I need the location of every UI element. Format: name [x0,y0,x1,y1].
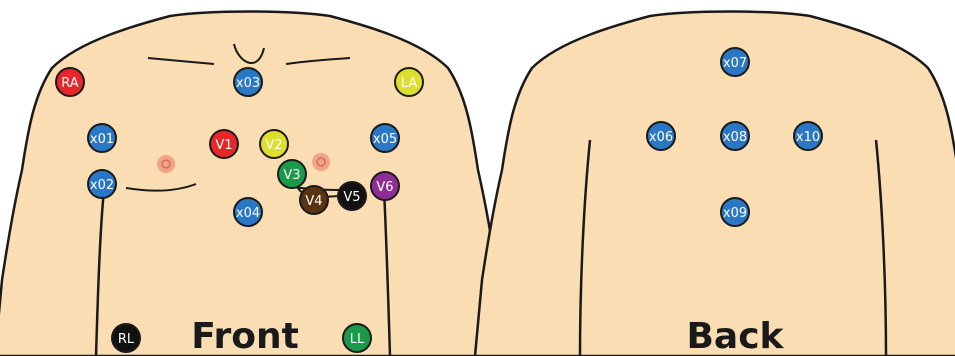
electrode-x08: x08 [721,122,749,150]
electrode-label: V6 [376,180,393,195]
electrode-x02: x02 [88,170,116,198]
electrode-x10: x10 [794,122,822,150]
electrode-v4: V4 [300,186,328,214]
electrode-label: V2 [265,138,282,153]
electrode-label: x02 [90,178,114,193]
electrode-label: x07 [723,56,747,71]
electrode-ll: LL [343,324,371,352]
electrode-x01: x01 [88,124,116,152]
electrode-x03: x03 [234,68,262,96]
electrode-label: x01 [90,132,114,147]
electrode-label: x03 [236,76,260,91]
electrode-label: x08 [723,130,747,145]
electrode-v6: V6 [371,172,399,200]
electrode-label: LL [350,332,365,347]
right-nipple [157,155,175,173]
electrode-label: x04 [236,206,260,221]
electrode-v3: V3 [278,160,306,188]
electrode-x05: x05 [371,124,399,152]
electrode-v2: V2 [260,130,288,158]
back-view-label: Back [686,316,784,356]
front-view-label: Front [191,316,299,356]
electrode-label: RL [118,332,135,347]
electrode-x09: x09 [721,198,749,226]
electrode-x04: x04 [234,198,262,226]
electrode-v5: V5 [338,182,366,210]
back-torso [475,12,955,356]
electrode-label: V4 [305,194,322,209]
electrode-ra: RA [56,68,84,96]
electrode-v1: V1 [210,130,238,158]
electrode-label: x06 [649,130,673,145]
electrode-rl: RL [112,324,140,352]
back-body-outline [475,12,955,356]
electrode-la: LA [395,68,423,96]
electrode-x06: x06 [647,122,675,150]
front-torso [0,12,505,356]
electrode-label: x09 [723,206,747,221]
left-nipple [312,153,330,171]
electrode-label: V3 [283,168,300,183]
electrode-label: V1 [215,138,232,153]
electrode-x07: x07 [721,48,749,76]
electrode-label: RA [61,76,79,91]
electrode-label: V5 [343,190,360,205]
electrode-label: LA [401,76,418,91]
electrode-label: x05 [373,132,397,147]
electrode-label: x10 [796,130,820,145]
